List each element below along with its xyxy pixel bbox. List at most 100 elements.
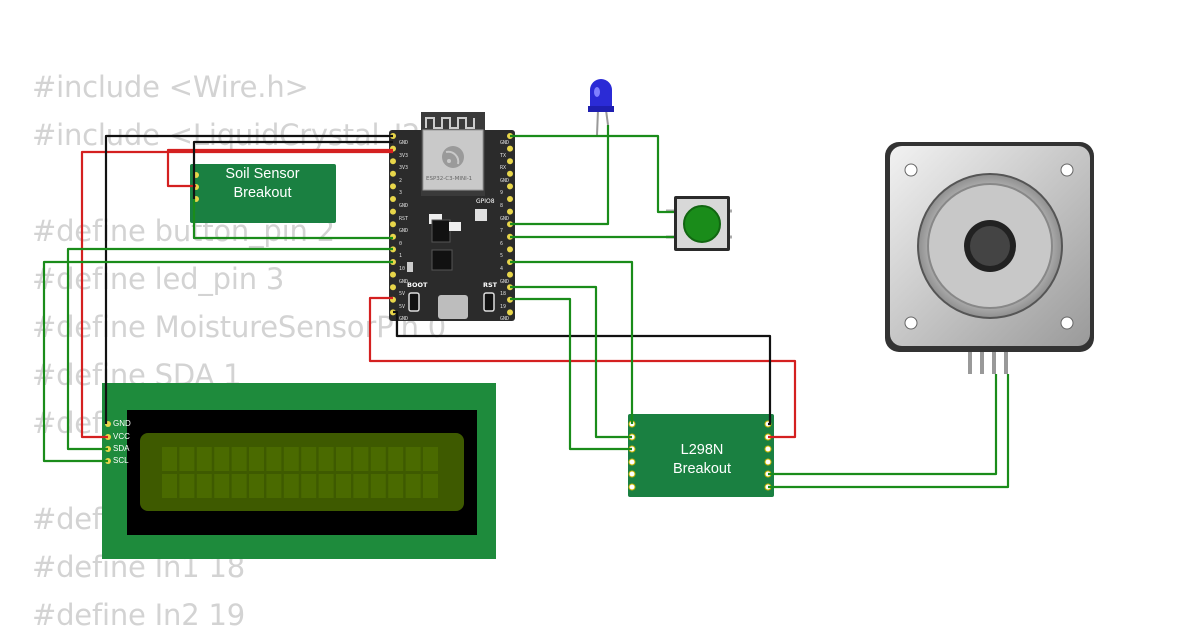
code-line: #define led_pin 3 (32, 262, 285, 296)
esp32-pin-label: GND (500, 278, 510, 285)
lcd-cell (336, 447, 351, 471)
l298n-pin-right[interactable] (764, 458, 772, 466)
esp32-pin-left-6[interactable] (390, 208, 396, 215)
wire-3v3-to-soil-sensor[interactable] (166, 148, 393, 188)
esp32-pin-right-3[interactable] (507, 170, 513, 177)
wire-motor-b[interactable] (768, 374, 1010, 489)
esp32-pin-left-5[interactable] (390, 196, 396, 202)
soil-sensor-label-line2: Breakout (233, 185, 292, 201)
stepper-motor[interactable] (885, 142, 1094, 374)
lcd-cell (162, 447, 177, 471)
esp32-pin-label: 8 (500, 203, 504, 209)
esp32-pin-left-3[interactable] (390, 170, 396, 177)
esp32-pin-label: 1 (399, 253, 403, 260)
lcd-pin-vcc[interactable]: VCC (113, 432, 130, 441)
esp32-pin-left-12[interactable] (390, 284, 396, 291)
esp32-pin-label: 9 (500, 190, 504, 197)
esp32-pin-label: GND (399, 140, 409, 146)
lcd-cell (249, 447, 264, 471)
lcd-cell (318, 447, 334, 471)
lcd-cell (301, 474, 317, 498)
lcd-pin-sda[interactable]: SDA (113, 444, 130, 453)
wire-soil-sensor-signal[interactable] (192, 199, 393, 240)
wire-gnd-to-soil-sensor[interactable] (192, 140, 393, 199)
esp32-pin-label: TX (500, 152, 507, 159)
esp32-pin-right-2[interactable] (507, 158, 513, 165)
l298n-label: L298N Breakout (632, 441, 772, 479)
l298n-pin-left[interactable] (628, 458, 636, 466)
esp32-pin-label: GND (399, 278, 409, 285)
code-line: #define In2 19 (32, 598, 245, 632)
lcd-cell (214, 474, 230, 498)
lcd-cell (196, 474, 212, 498)
mounting-hole-icon (904, 316, 918, 330)
esp32-pin-label: GND (500, 316, 510, 323)
lcd-pin-scl[interactable]: SCL (113, 456, 129, 465)
esp32-pin-left-2[interactable] (390, 158, 396, 165)
esp32-pin-right-4[interactable] (507, 183, 513, 190)
wire-5v-to-l298n[interactable] (368, 296, 797, 439)
esp32-pin-left-7[interactable] (390, 221, 396, 228)
wire-sda[interactable] (66, 247, 393, 451)
pushbutton[interactable] (666, 196, 732, 251)
lcd-cell (266, 474, 282, 498)
esp32-c3-board[interactable] (389, 112, 515, 321)
code-line: #include <Wire.h> (32, 70, 309, 104)
wire-gnd-to-lcd[interactable] (104, 134, 393, 424)
wire-gnd-to-l298n[interactable] (393, 310, 772, 426)
lcd-cell (405, 474, 421, 498)
esp32-pin-right-14[interactable] (507, 309, 513, 316)
lcd-cell (370, 447, 386, 471)
esp32-pin-label: 19 (500, 303, 507, 310)
boot-button[interactable] (408, 292, 420, 312)
esp32-pin-label: GND (500, 177, 510, 184)
esp32-pin-right-1[interactable] (507, 145, 513, 152)
esp32-pin-label: 5 (500, 253, 504, 260)
lcd-cell (423, 447, 438, 471)
esp32-pin-label: 2 (399, 177, 403, 184)
lcd-character-cells (162, 447, 438, 498)
esp32-pin-label: 6 (500, 240, 504, 247)
wire-scl[interactable] (42, 260, 393, 463)
espressif-logo-icon (442, 146, 464, 168)
esp32-pin-right-9[interactable] (507, 246, 513, 253)
lcd-cell (301, 447, 317, 471)
reset-button[interactable] (483, 292, 495, 312)
esp32-pin-left-11[interactable] (390, 271, 396, 278)
l298n-pin-right[interactable] (764, 445, 772, 453)
code-line: #define MoistureSensorPin 0 (32, 310, 447, 344)
lcd-pin-gnd[interactable]: GND (113, 419, 131, 428)
lcd-cell (179, 474, 195, 498)
lcd-cell (179, 447, 195, 471)
esp32-pin-right-11[interactable] (507, 271, 513, 278)
esp32-pin-label: RX (500, 165, 507, 172)
esp32-pin-right-6[interactable] (507, 208, 513, 215)
antenna-trace (425, 117, 475, 129)
esp32-pin-right-5[interactable] (507, 196, 513, 202)
esp32-pin-label: 10 (399, 266, 406, 272)
esp32-pin-label: 3V3 (399, 152, 409, 159)
lcd-cell (405, 447, 421, 471)
wire-motor-a[interactable] (768, 374, 998, 476)
lcd-display[interactable] (102, 383, 496, 559)
lcd-cell (196, 447, 212, 471)
wire-in2[interactable] (510, 297, 632, 451)
blue-led[interactable] (588, 79, 614, 136)
wire-en[interactable] (510, 260, 634, 424)
lcd-cell (162, 474, 177, 498)
esp32-pin-label: 7 (500, 228, 504, 235)
wire-button[interactable] (510, 134, 674, 214)
l298n-pin-left[interactable] (628, 470, 636, 478)
wire-led[interactable] (510, 125, 610, 226)
esp32-pin-left-4[interactable] (390, 183, 396, 190)
wire-3v3-to-lcd-vcc[interactable] (80, 150, 393, 439)
code-line: #define In1 18 (32, 550, 245, 584)
esp32-pin-label: GND (500, 140, 510, 146)
mounting-hole-icon (1060, 316, 1074, 330)
esp32-pin-label: 5V (399, 291, 406, 298)
esp32-pin-label: 3V3 (399, 165, 409, 172)
wire-in1[interactable] (510, 285, 632, 439)
l298n-pin-left[interactable] (628, 483, 636, 491)
